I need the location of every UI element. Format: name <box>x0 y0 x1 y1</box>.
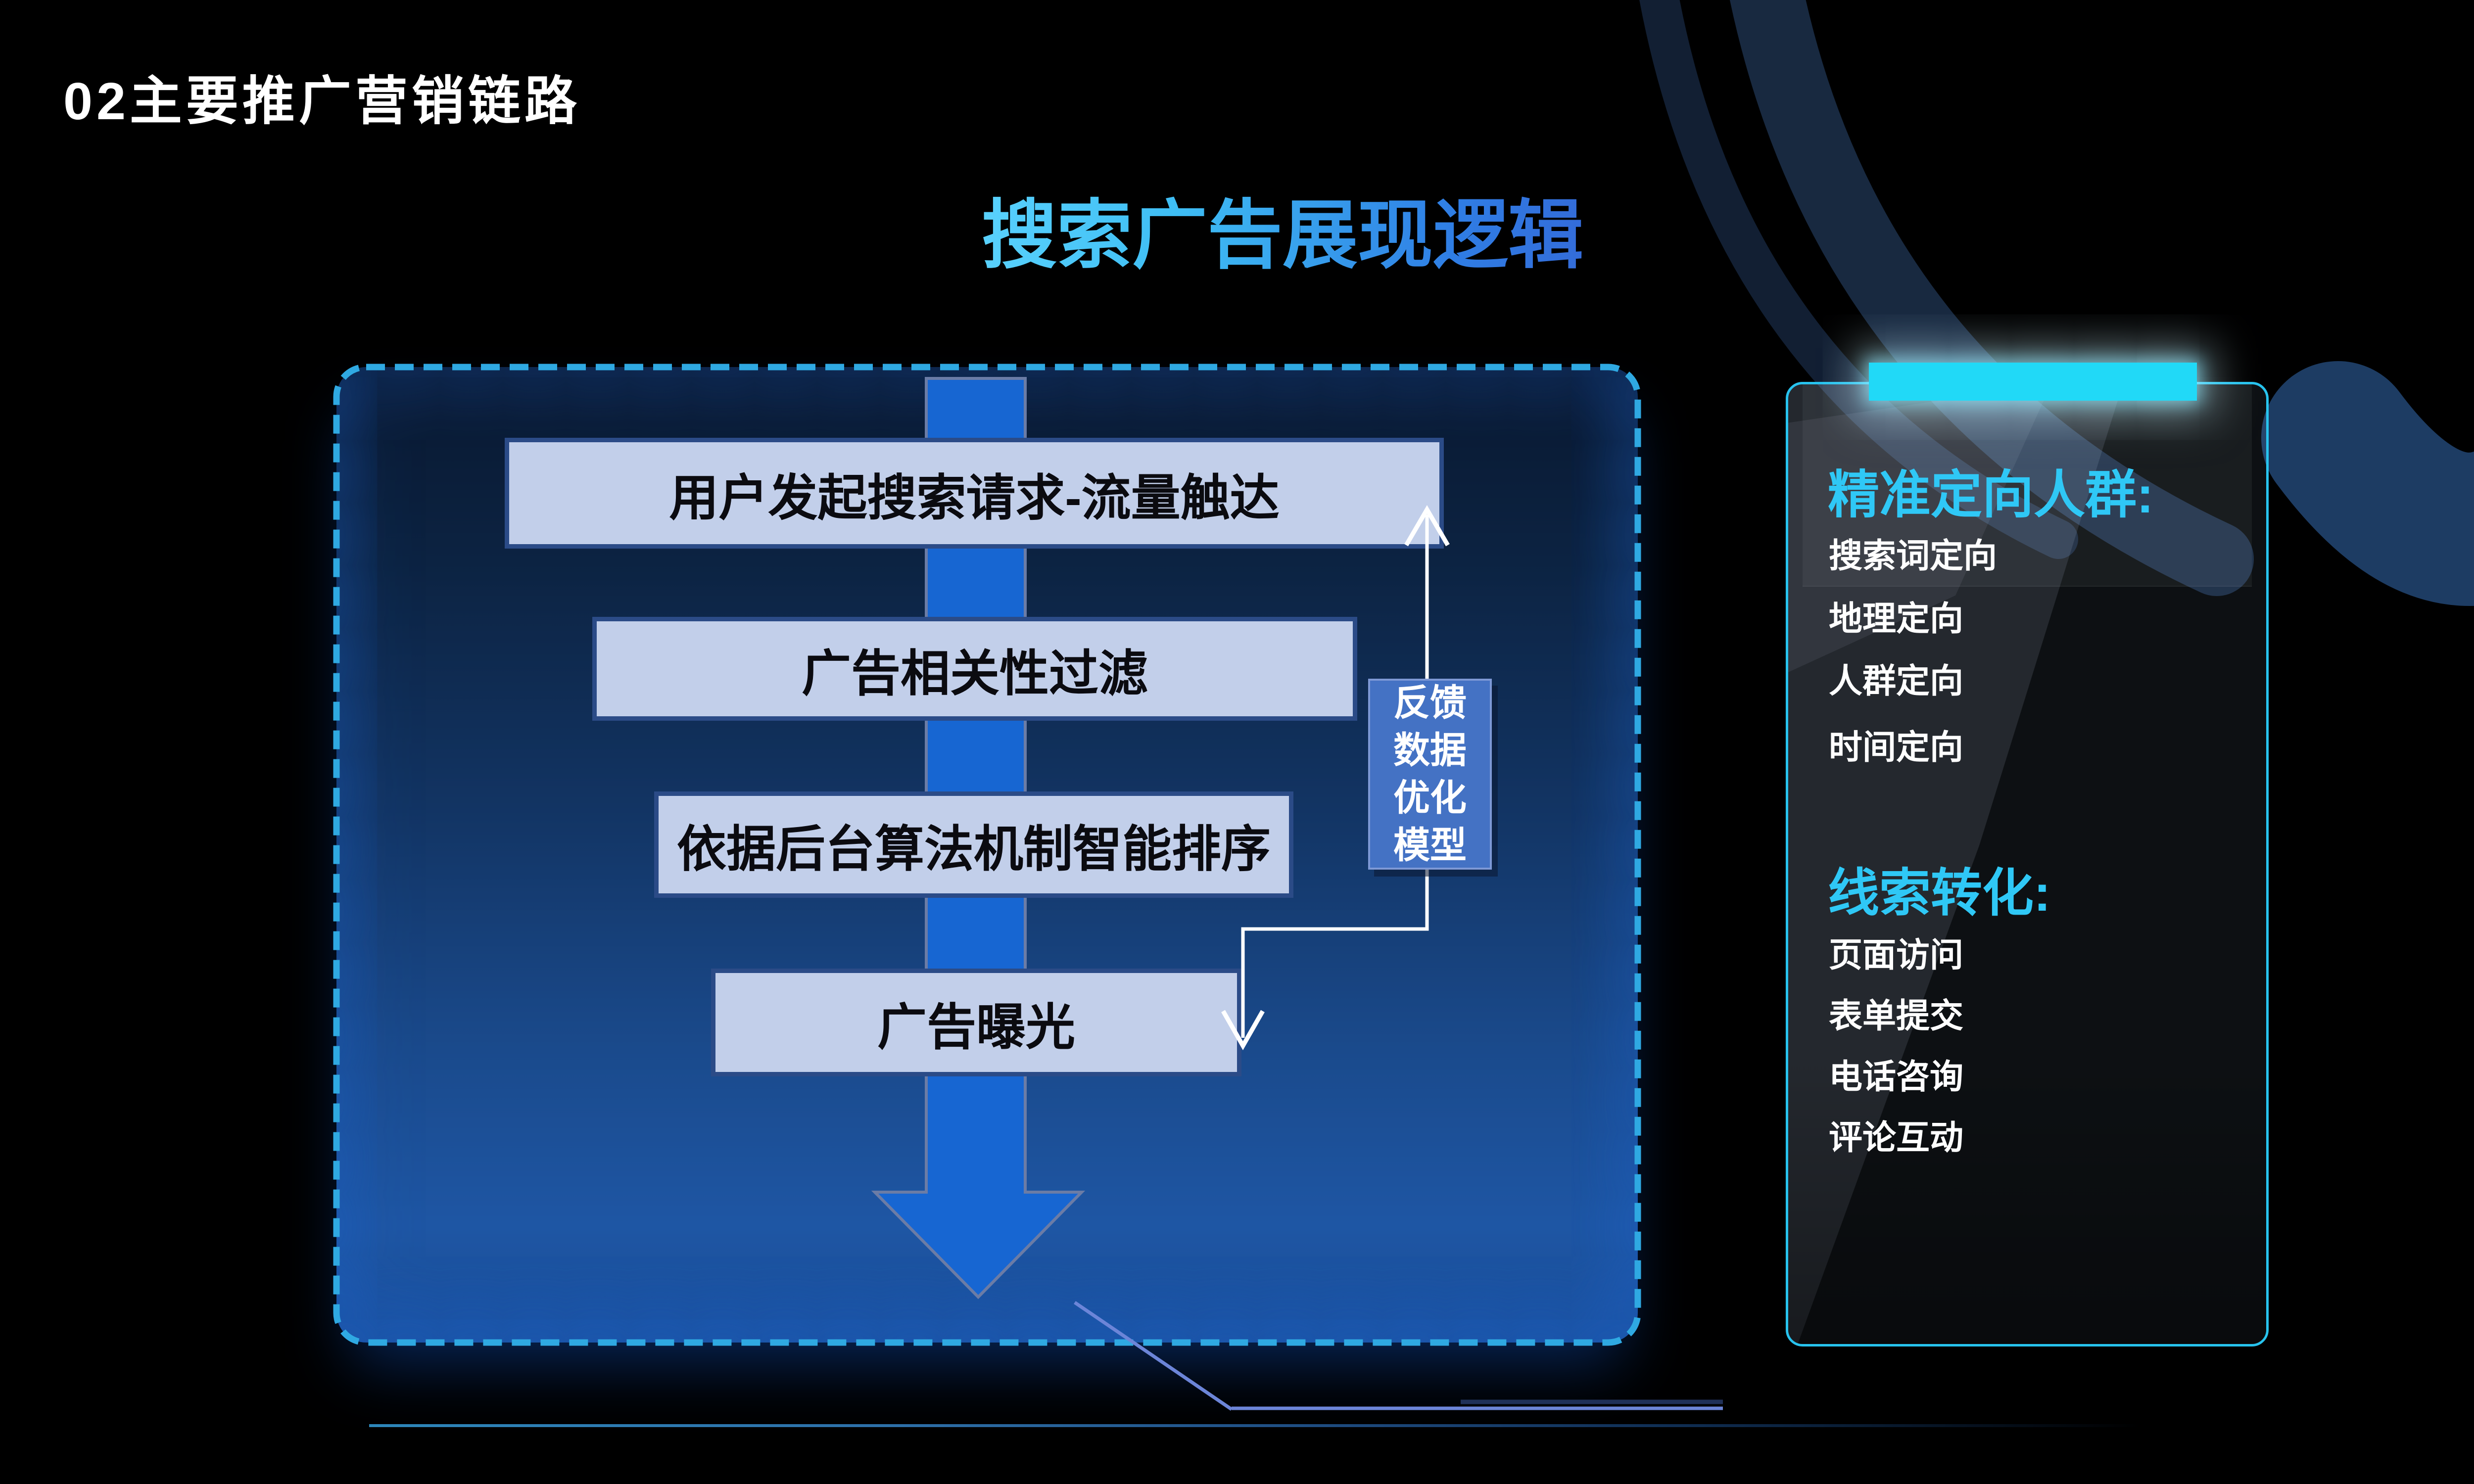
feedback-model-box: 反馈数据优化模型 <box>1368 679 1492 870</box>
panel-item-form-submit: 表单提交 <box>1829 997 1964 1035</box>
flow-step-label: 广告曝光 <box>877 999 1075 1055</box>
panel-item-geo: 地理定向 <box>1829 600 1964 638</box>
targeting-info-panel: 精准定向人群: 搜索词定向 地理定向 人群定向 时间定向 线索转化: 页面访问 … <box>1786 382 2269 1346</box>
bottom-divider-line <box>369 1424 2141 1427</box>
flow-step-exposure: 广告曝光 <box>711 969 1241 1076</box>
flow-step-label: 依据后台算法机制智能排序 <box>677 822 1271 877</box>
flow-step-label: 广告相关性过滤 <box>802 646 1148 701</box>
feedback-model-label: 反馈数据优化模型 <box>1393 682 1467 866</box>
ring-swoosh <box>2261 361 2474 606</box>
panel-glass-background <box>1788 384 2266 1344</box>
flow-step-label: 用户发起搜索请求-流量触达 <box>669 470 1280 526</box>
page-title: 搜索广告展现逻辑 <box>936 174 1629 283</box>
flow-step-traffic: 用户发起搜索请求-流量触达 <box>505 438 1444 549</box>
panel-accent-bar <box>1869 363 2197 401</box>
glass-bottom-fade <box>1788 1056 2266 1344</box>
glass-top-highlight <box>1802 384 2252 587</box>
panel-item-comment-interact: 评论互动 <box>1829 1119 1964 1157</box>
panel-item-audience: 人群定向 <box>1829 662 1964 700</box>
panel-item-phone-inquiry: 电话咨询 <box>1829 1058 1964 1096</box>
panel-heading-targeting: 精准定向人群: <box>1828 466 2154 524</box>
panel-item-search-term: 搜索词定向 <box>1829 537 1998 575</box>
section-title: 02主要推广营销链路 <box>63 72 581 131</box>
flow-step-relevance-filter: 广告相关性过滤 <box>592 617 1357 721</box>
panel-item-page-visit: 页面访问 <box>1829 936 1964 974</box>
flow-step-ranking: 依据后台算法机制智能排序 <box>654 791 1293 898</box>
panel-item-time: 时间定向 <box>1829 729 1964 766</box>
panel-heading-conversion: 线索转化: <box>1828 865 2051 922</box>
